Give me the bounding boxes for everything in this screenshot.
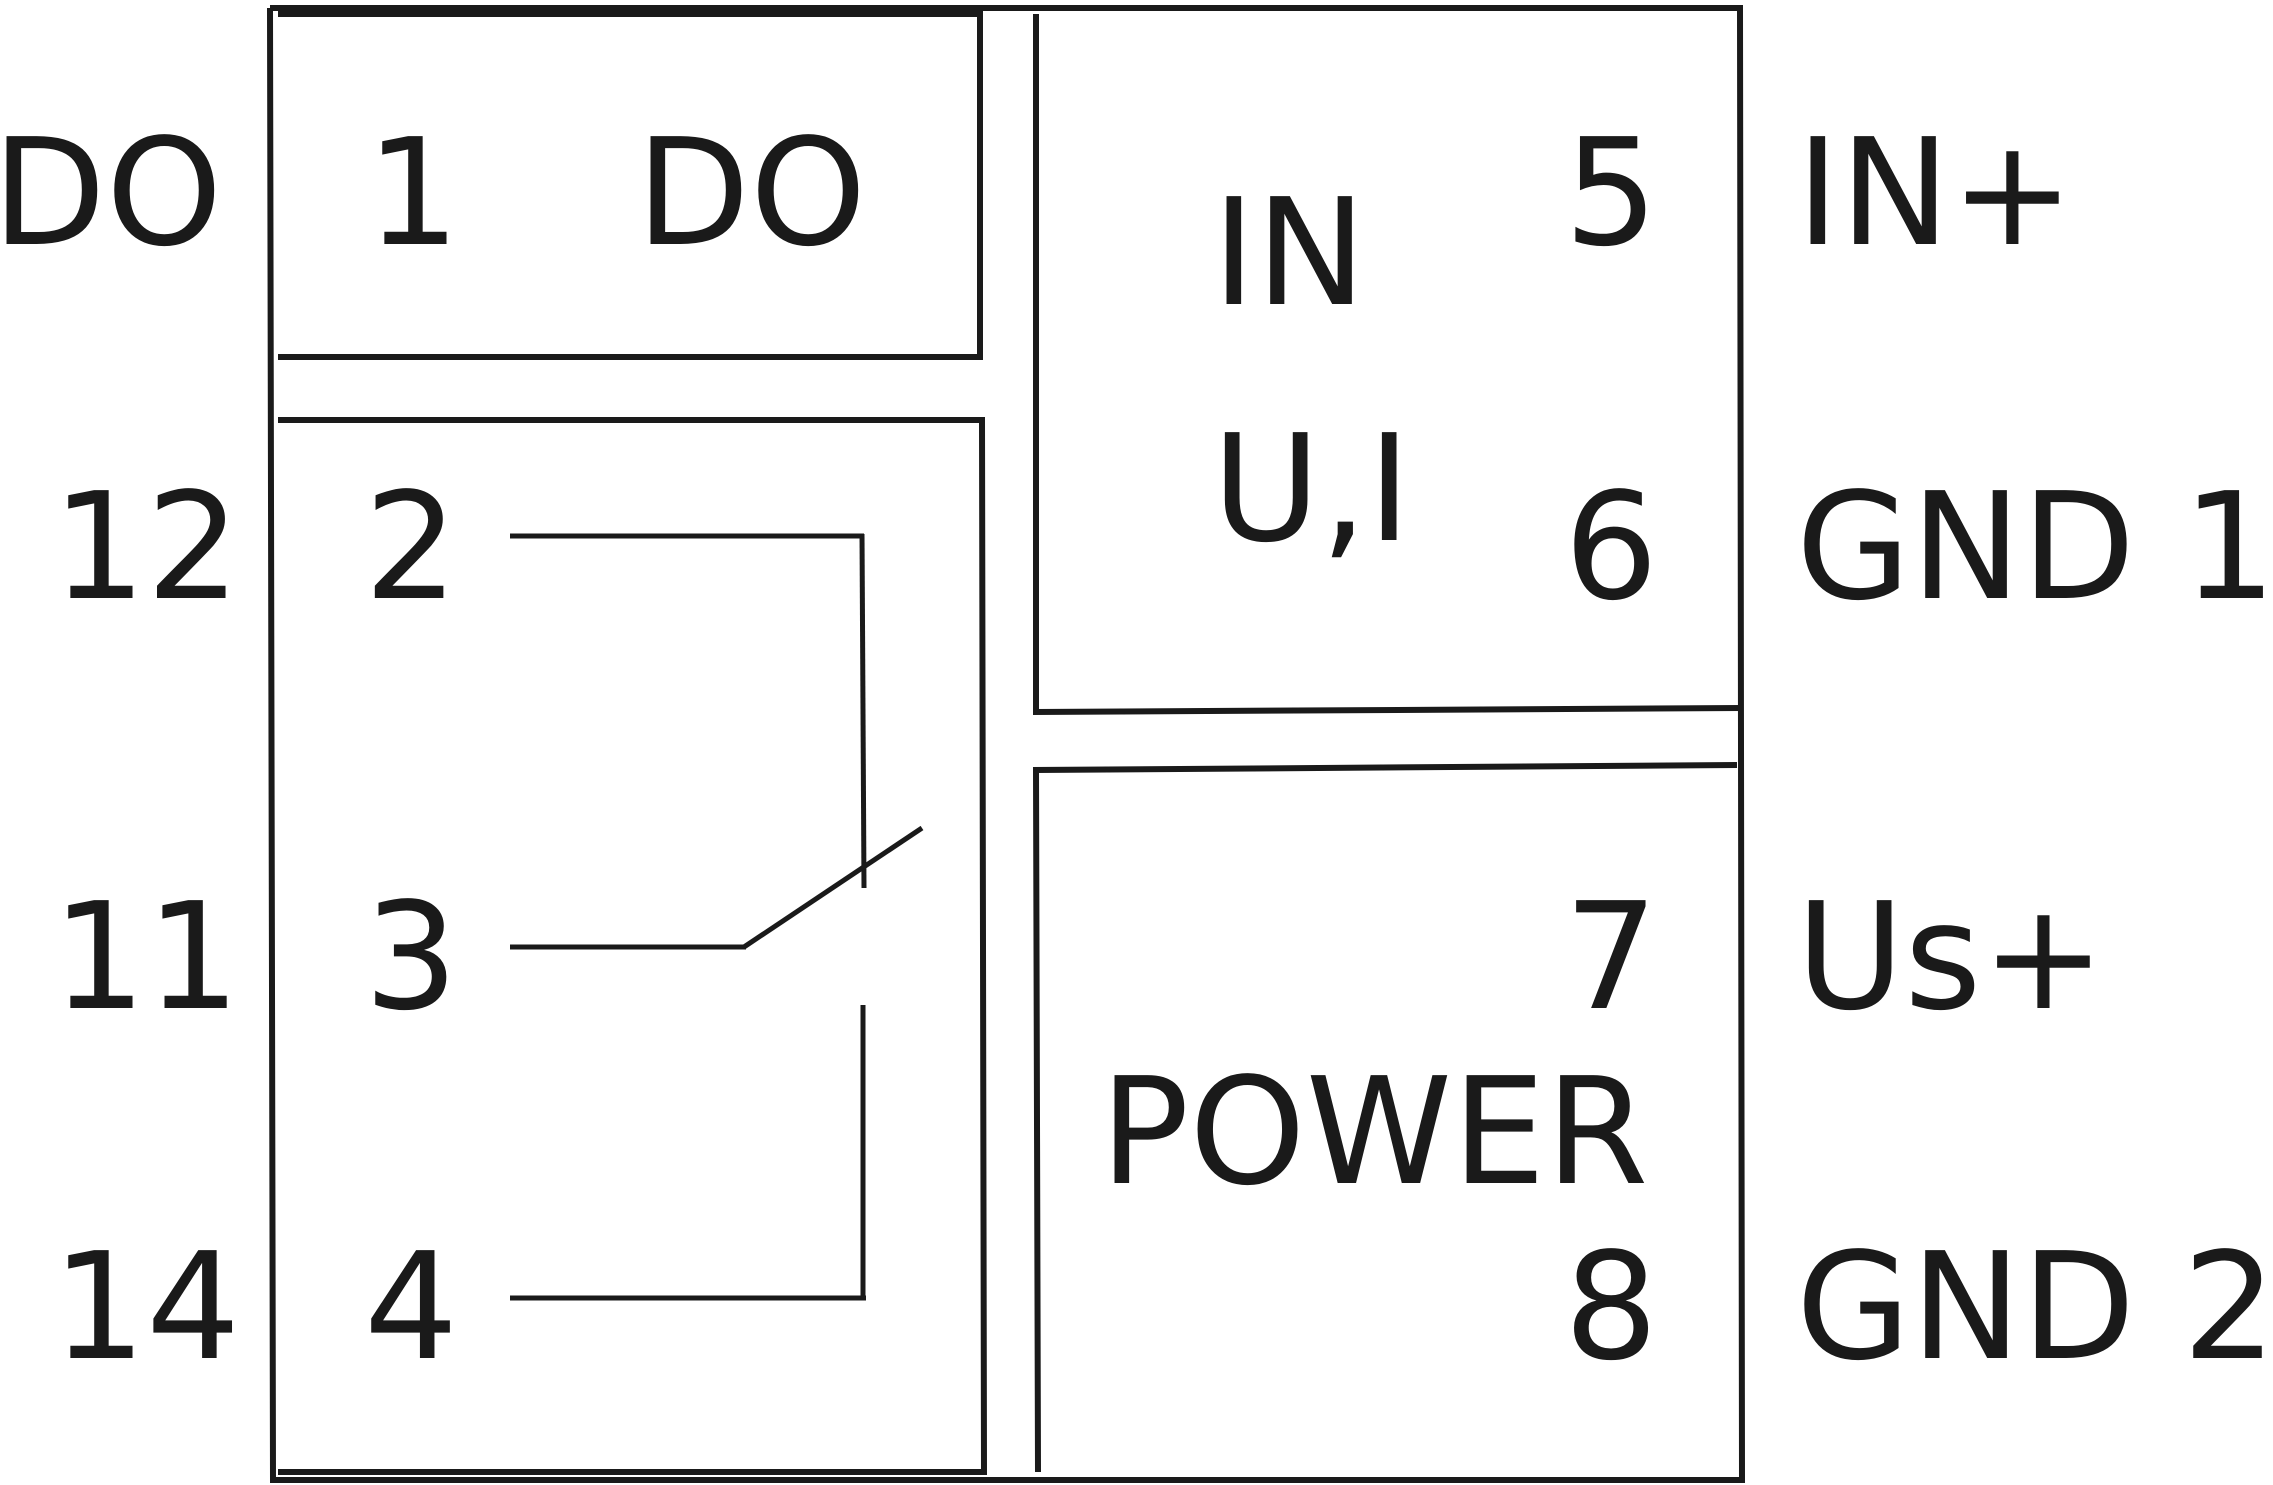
left-label-12: 12 [52,461,240,633]
pin-8: 8 [1564,1221,1658,1393]
left-label-14: 14 [52,1221,240,1393]
power-label: POWER [1100,1046,1648,1218]
pin-5: 5 [1564,107,1658,279]
outer-housing-frame [267,5,1746,1483]
in-label: IN [1212,167,1366,339]
left-label-do: DO [0,107,222,279]
do-label: DO [636,107,866,279]
left-label-11: 11 [52,871,240,1043]
right-label-us-plus: Us+ [1796,871,2105,1043]
relay-box [278,417,988,1475]
do-box [278,11,983,360]
pin-3: 3 [364,871,458,1043]
pin-4: 4 [364,1221,458,1393]
right-label-in-plus: IN+ [1796,107,2074,279]
ui-label: U,I [1212,403,1411,575]
power-box [1032,762,1738,1473]
wire-pin2-drop [859,533,867,889]
right-label-gnd2: GND 2 [1796,1221,2273,1393]
pin-2: 2 [364,461,458,633]
input-box [1033,14,1743,716]
right-label-gnd1: GND 1 [1796,461,2273,633]
switch-blade [742,825,924,950]
relay-contact-symbol [510,533,924,1301]
pin-1: 1 [366,107,460,279]
pin-6: 6 [1564,461,1658,633]
pin-7: 7 [1564,871,1658,1043]
